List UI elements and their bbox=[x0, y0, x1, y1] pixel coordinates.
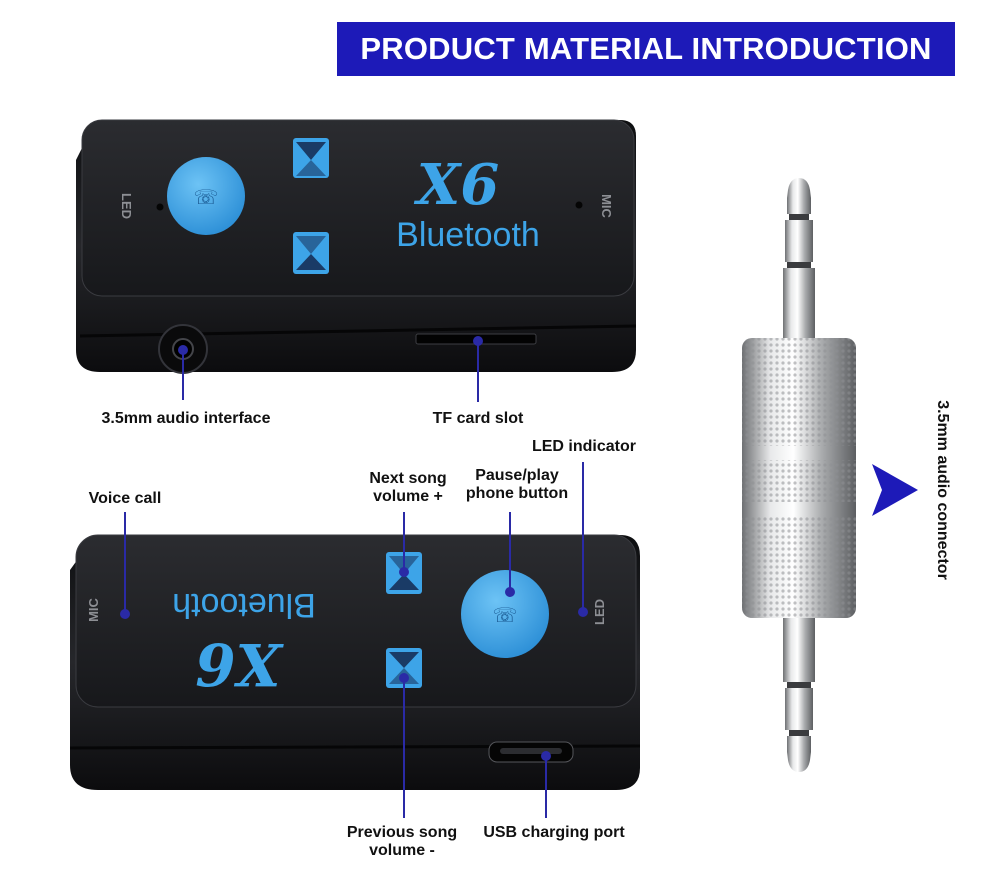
callout-connector-wrapper: 3.5mm audio connector bbox=[932, 390, 952, 590]
callout-voice-call: Voice call bbox=[88, 490, 162, 507]
mic-mark: MIC bbox=[599, 194, 614, 218]
callout-pause-play: Pause/play phone button bbox=[456, 467, 578, 503]
callout-next-song-line2: volume + bbox=[373, 488, 443, 505]
callout-pause-line2: phone button bbox=[465, 485, 569, 502]
callout-connector: 3.5mm audio connector bbox=[934, 400, 951, 580]
phone-icon-bottom: ☏ bbox=[492, 605, 517, 627]
callout-usb-port: USB charging port bbox=[483, 824, 625, 841]
model-logo: X6 bbox=[414, 152, 499, 218]
connector-arrow-icon bbox=[872, 464, 918, 516]
bottom-leader-lines bbox=[120, 462, 588, 818]
audio-connector-illustration bbox=[742, 178, 856, 772]
phone-icon: ☏ bbox=[193, 187, 218, 209]
callout-previous-line1: Previous song bbox=[346, 824, 458, 841]
brand-logo-bottom: Bluetooth bbox=[172, 586, 316, 624]
callout-next-song: Next song volume + bbox=[358, 470, 458, 506]
top-next-key bbox=[293, 138, 329, 178]
top-pause-play-button bbox=[167, 157, 245, 235]
bottom-pause-play-button bbox=[461, 570, 549, 658]
callout-audio-interface: 3.5mm audio interface bbox=[101, 410, 271, 427]
led-mark-bottom: LED bbox=[592, 599, 607, 625]
top-prev-key bbox=[293, 232, 329, 274]
led-mark: LED bbox=[119, 193, 134, 219]
callout-led-indicator: LED indicator bbox=[531, 438, 636, 455]
device-bottom-view: MIC LED X6 Bluetooth ☏ bbox=[69, 462, 641, 818]
callout-next-song-line1: Next song bbox=[369, 470, 447, 487]
callout-pause-line1: Pause/play bbox=[475, 467, 559, 484]
device-top-view: LED MIC ☏ X6 Bluetooth bbox=[76, 119, 637, 402]
callout-previous-song: Previous song volume - bbox=[340, 824, 464, 860]
mic-mark-bottom: MIC bbox=[86, 597, 101, 621]
brand-logo: Bluetooth bbox=[396, 216, 540, 254]
top-leader-lines bbox=[178, 336, 483, 402]
model-logo-bottom: X6 bbox=[195, 630, 284, 698]
callout-tf-slot: TF card slot bbox=[432, 410, 524, 427]
page-title: PRODUCT MATERIAL INTRODUCTION bbox=[337, 22, 955, 76]
callout-previous-line2: volume - bbox=[369, 842, 435, 859]
